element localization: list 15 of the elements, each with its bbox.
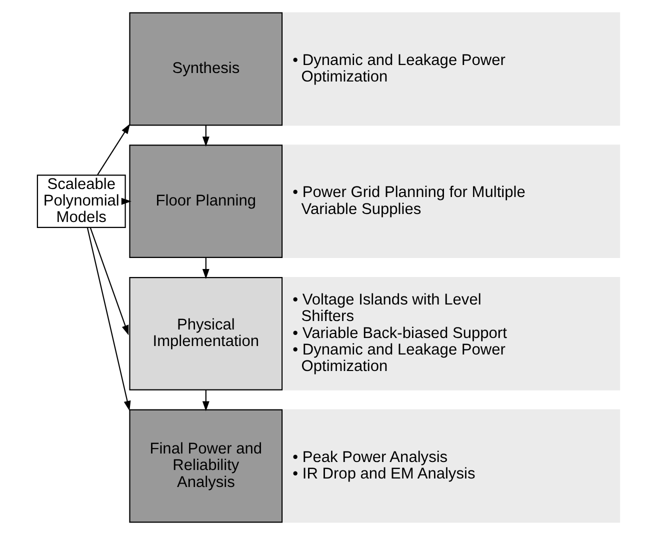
arrow (89, 228, 128, 336)
node-box: Final Power and Reliability Analysis (128, 409, 282, 523)
node-box: Physical Implementation (128, 276, 282, 390)
arrow (202, 125, 209, 147)
arrow (202, 390, 209, 412)
node-box: Floor Planning (128, 144, 282, 258)
node-box: • Voltage Islands with Level Shifters • Variable Back-biased Support • Dynamic and Leakage Power Optimization (282, 276, 620, 390)
arrow (120, 198, 131, 205)
node-box: Synthesis (128, 12, 282, 126)
node-box: • Peak Power Analysis • IR Drop and EM Analysis (282, 409, 620, 523)
node-box: • Power Grid Planning for Multiple Variable Supplies (282, 144, 620, 258)
node-box: • Dynamic and Leakage Power Optimization (282, 12, 620, 126)
arrow (202, 258, 209, 279)
arrow (96, 124, 130, 176)
arrow (86, 228, 130, 411)
